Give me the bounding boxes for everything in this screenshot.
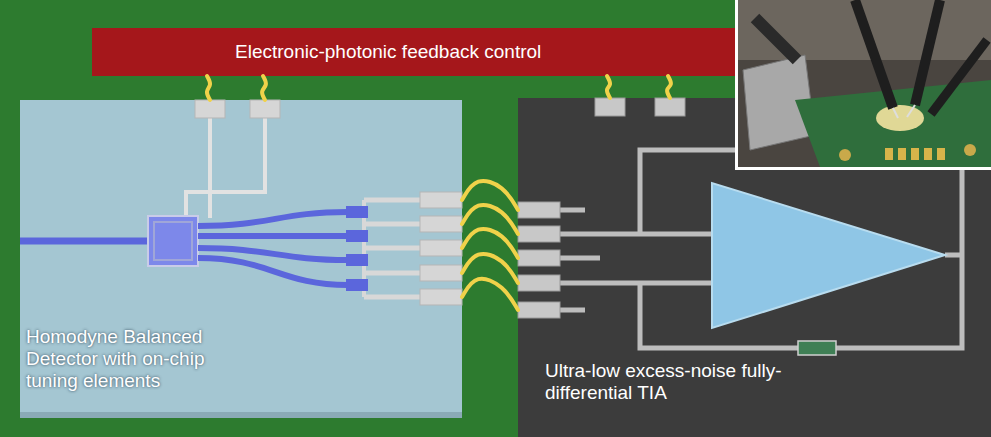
input-waveguide bbox=[20, 238, 150, 245]
photo-border bbox=[735, 0, 991, 170]
bond-pad bbox=[518, 202, 560, 218]
inset-photo bbox=[735, 0, 991, 170]
bond-pad bbox=[518, 250, 560, 266]
chip-edge-shade bbox=[20, 412, 462, 418]
photo-ground bbox=[738, 0, 991, 167]
photodiode bbox=[346, 279, 368, 291]
bond-pad bbox=[420, 240, 462, 256]
probe-tip bbox=[907, 105, 915, 117]
tuning-heater bbox=[154, 222, 192, 260]
tia-chip-features bbox=[518, 98, 962, 355]
bond-wire bbox=[667, 76, 671, 98]
probe-tip bbox=[893, 108, 898, 118]
tuning-trace bbox=[208, 118, 212, 218]
feedback-band: Electronic-photonic feedback control bbox=[92, 28, 991, 76]
metal-trace bbox=[364, 200, 420, 297]
bond-wire bbox=[262, 76, 266, 100]
pcb-pin bbox=[885, 148, 893, 160]
chip-glow bbox=[876, 105, 924, 131]
fiber-holder bbox=[743, 55, 815, 150]
waveguide bbox=[198, 212, 348, 226]
bond-wire bbox=[462, 279, 518, 310]
waveguide bbox=[198, 248, 348, 260]
amplifier-triangle bbox=[712, 183, 945, 328]
bond-wire bbox=[462, 229, 518, 258]
bond-wire bbox=[607, 76, 610, 98]
bond-wire bbox=[462, 254, 518, 283]
pcb-hole bbox=[964, 144, 976, 156]
chip-label: Homodyne Balanced Detector with on-chip … bbox=[26, 326, 231, 392]
bond-pad bbox=[420, 289, 462, 305]
photo-bench bbox=[738, 0, 991, 60]
probe-arm bbox=[855, 0, 893, 108]
bond-pad bbox=[518, 275, 560, 291]
photodiode bbox=[346, 206, 368, 218]
photodiode bbox=[346, 254, 368, 266]
bond-wire bbox=[462, 205, 518, 234]
bond-pad bbox=[595, 98, 625, 116]
photonic-chip-features bbox=[20, 100, 462, 418]
waveguide bbox=[198, 233, 348, 239]
bond-pad bbox=[518, 302, 560, 318]
pcb-hole bbox=[839, 149, 851, 161]
bond-pad bbox=[195, 100, 225, 118]
bond-pad bbox=[420, 265, 462, 281]
waveguide bbox=[198, 258, 348, 285]
bond-pad bbox=[518, 226, 560, 242]
probe-arm bbox=[931, 40, 987, 114]
photodiode bbox=[346, 230, 368, 242]
bond-pad bbox=[420, 192, 462, 208]
probe-arm bbox=[915, 0, 940, 105]
tia-chip: Ultra-low excess-noise fully-differentia… bbox=[518, 98, 991, 437]
pcb-pin bbox=[911, 148, 919, 160]
bond-wire bbox=[462, 181, 518, 210]
band-label: Electronic-photonic feedback control bbox=[235, 41, 541, 63]
pcb-board bbox=[795, 80, 991, 167]
photonic-chip: Homodyne Balanced Detector with on-chip … bbox=[20, 100, 462, 418]
metal-trace bbox=[560, 150, 962, 348]
pcb-pin bbox=[924, 148, 932, 160]
metal-trace bbox=[362, 200, 366, 297]
optical-hybrid bbox=[148, 216, 198, 266]
pcb-pin bbox=[937, 148, 945, 160]
bond-pad bbox=[420, 216, 462, 232]
tuning-trace bbox=[186, 118, 265, 218]
chip-label: Ultra-low excess-noise fully-differentia… bbox=[545, 360, 785, 404]
pcb-pin bbox=[898, 148, 906, 160]
bond-pad bbox=[250, 100, 280, 118]
probe-arm bbox=[755, 18, 797, 60]
bond-wire bbox=[207, 76, 210, 100]
resistor-symbol bbox=[798, 341, 836, 355]
bond-pad bbox=[655, 98, 685, 116]
